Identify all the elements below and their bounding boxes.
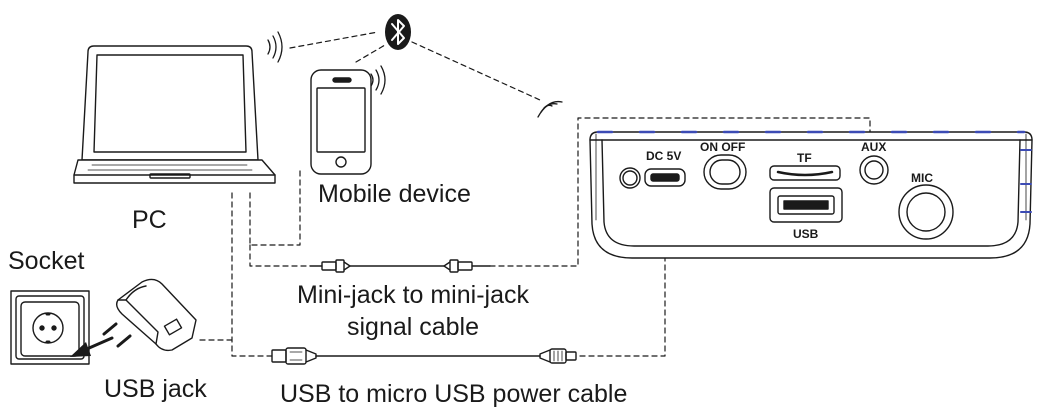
usb-power-cable-label: USB to micro USB power cable bbox=[280, 380, 628, 408]
usb-power-cable bbox=[271, 347, 577, 365]
pc-label: PC bbox=[132, 206, 167, 234]
reset-port-icon bbox=[619, 167, 641, 189]
mic-jack-icon bbox=[898, 184, 954, 240]
wireless-signal-icon-laptop bbox=[267, 31, 283, 63]
insert-arrow-icon bbox=[70, 336, 114, 357]
usb-jack-label: USB jack bbox=[104, 375, 207, 403]
on-off-label: ON OFF bbox=[700, 140, 746, 154]
power-switch-icon bbox=[703, 154, 747, 190]
aux-label: AUX bbox=[861, 140, 887, 154]
tf-label: TF bbox=[797, 151, 812, 165]
aux-jack-icon bbox=[859, 155, 889, 185]
minijack-cable-label-line1: Mini-jack to mini-jack bbox=[297, 281, 529, 309]
usb-charger-icon bbox=[102, 278, 197, 352]
usb-label: USB bbox=[793, 227, 819, 241]
micro-usb-port-icon bbox=[644, 168, 686, 187]
wireless-signal-icon-speaker bbox=[537, 100, 563, 118]
wireless-signal-icon-phone bbox=[370, 65, 386, 95]
minijack-cable bbox=[309, 259, 491, 273]
laptop-icon bbox=[73, 45, 276, 184]
bluetooth-icon bbox=[385, 14, 411, 50]
dc-5v-label: DC 5V bbox=[646, 149, 682, 163]
mobile-phone-icon bbox=[310, 69, 372, 175]
tf-card-slot-icon bbox=[769, 165, 841, 181]
socket-label: Socket bbox=[8, 247, 85, 275]
minijack-cable-label-line2: signal cable bbox=[346, 313, 480, 341]
mic-label: MIC bbox=[911, 171, 933, 185]
mobile-device-label: Mobile device bbox=[318, 180, 471, 208]
wall-socket-icon bbox=[10, 290, 90, 365]
usb-port-icon bbox=[769, 187, 843, 223]
speaker-panel bbox=[589, 130, 1033, 259]
